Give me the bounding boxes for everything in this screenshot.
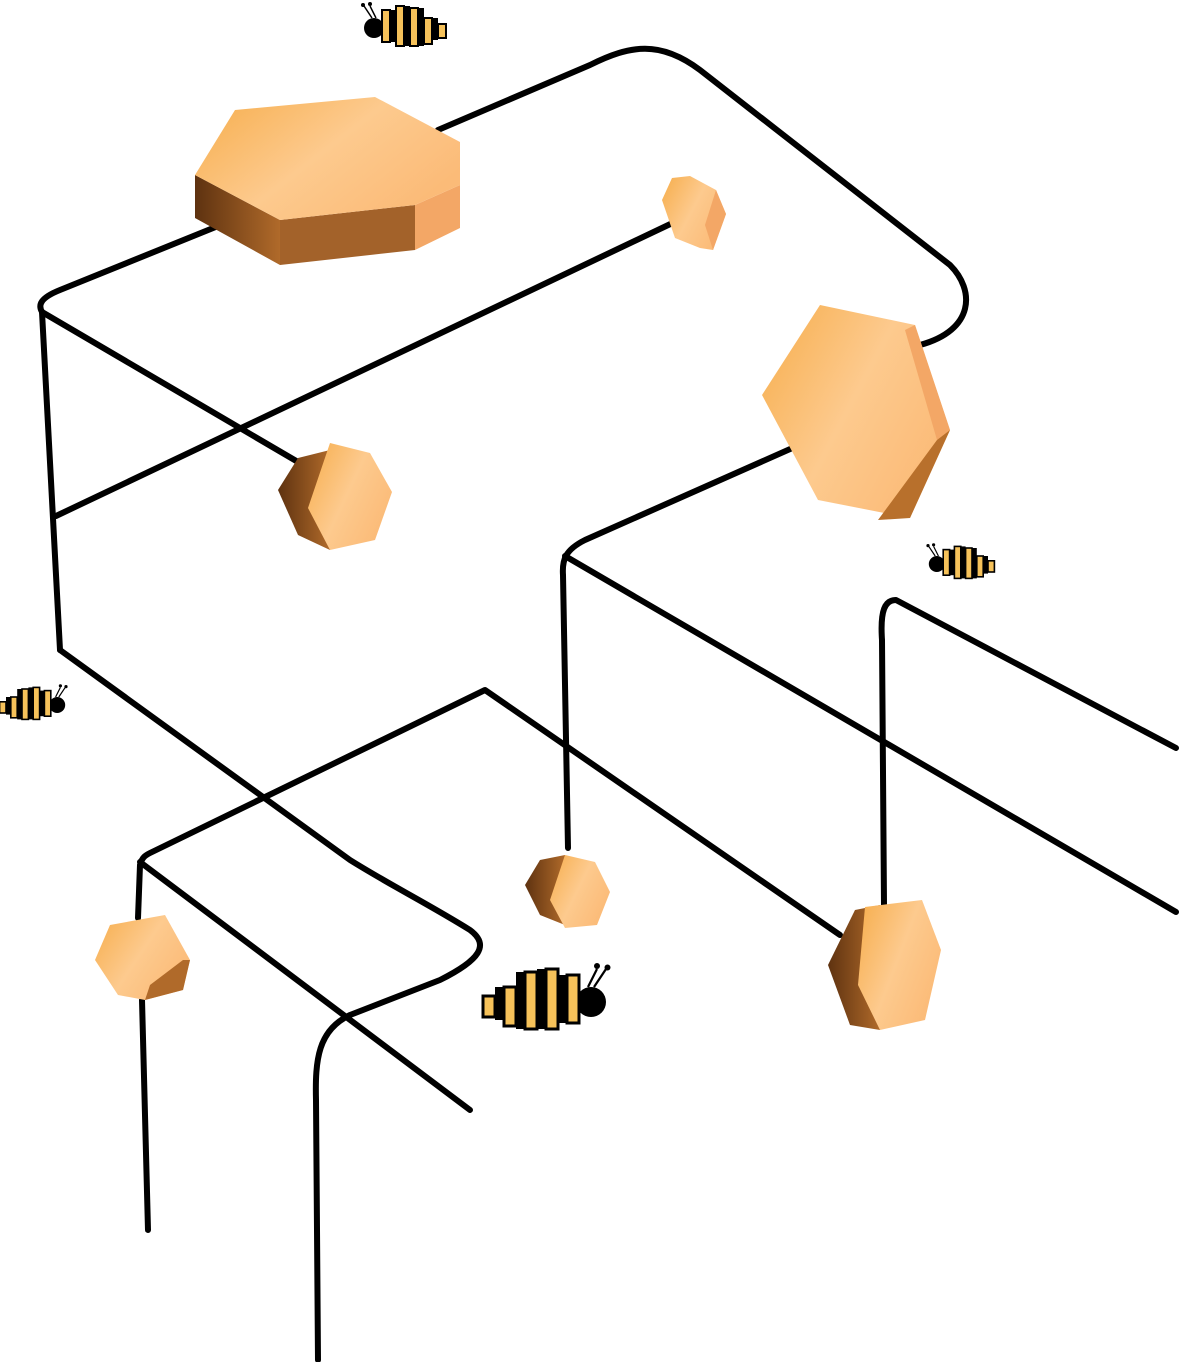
wire-left-to-hex [39,309,301,465]
hexagon-node-icon [95,915,190,1000]
wire-bottom-left-vertical [139,997,151,1233]
wire-left-top [37,219,231,315]
hexagon-node-icon [762,305,950,520]
bee-icon [0,683,69,721]
wire-small-hex-diagonal [53,215,686,519]
hexagon-node-icon [195,97,460,265]
wire-far-right-branch [878,597,1179,908]
hexagon-nodes [95,97,950,1030]
hexagon-node-icon [662,176,726,250]
wire-left-vertical [39,309,63,653]
hexagon-node-icon [828,900,941,1030]
bee-icon [925,542,996,580]
wire-center-branch [137,859,473,1113]
wire-center-peak [135,687,843,938]
connection-wires [37,45,1179,1362]
wire-top-right-loop [435,45,970,348]
wire-right-long-diagonal [562,553,1179,915]
bee-icon [360,1,447,47]
wire-left-lower-path [57,647,483,1362]
hexagon-node-icon [525,855,610,928]
bees [0,1,996,1031]
hexagon-node-icon [278,443,392,550]
bee-icon [481,961,612,1031]
